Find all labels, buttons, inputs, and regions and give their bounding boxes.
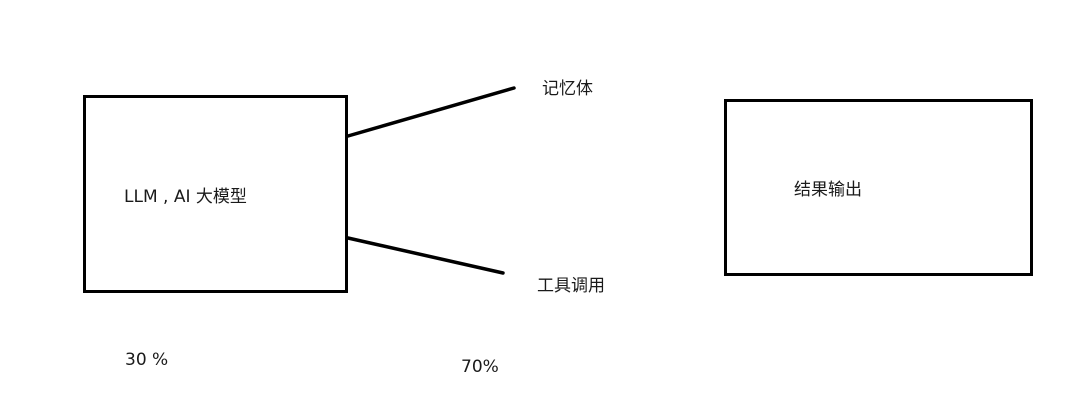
tool-call-label: 工具调用: [537, 276, 605, 296]
right-percentage-label: 70%: [461, 357, 499, 377]
memory-label: 记忆体: [542, 79, 593, 99]
left-percentage-label: 30 %: [125, 350, 169, 370]
llm-box: [83, 95, 348, 293]
connector-to-memory: [346, 86, 516, 138]
result-output-box: [724, 99, 1033, 276]
connector-to-tools: [346, 236, 505, 275]
result-output-label: 结果输出: [794, 180, 862, 200]
llm-box-label: LLM , AI 大模型: [124, 187, 247, 207]
